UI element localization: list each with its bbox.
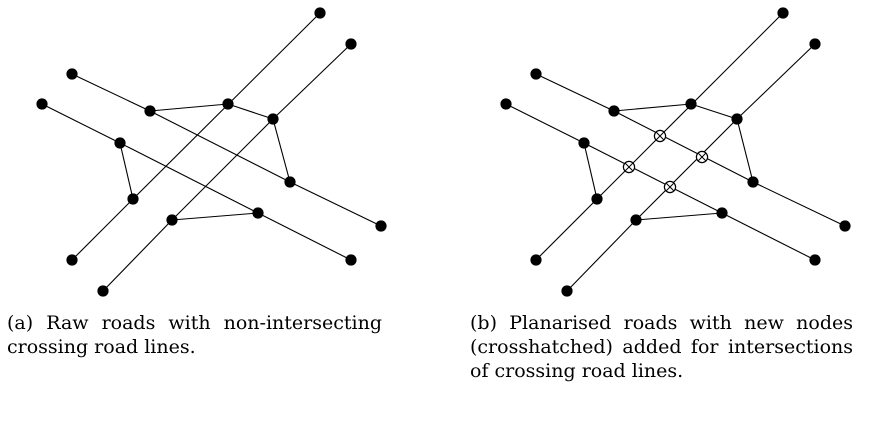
road-node [127, 193, 139, 205]
road-node [166, 214, 178, 226]
intersection-node [653, 129, 667, 143]
road-node [144, 105, 156, 117]
road-node [36, 98, 48, 110]
road-edge [721, 212, 816, 261]
road-node [591, 193, 603, 205]
raw-roads-graph [36, 7, 387, 297]
road-node [530, 254, 542, 266]
road-edge [149, 103, 229, 112]
road-edge [583, 142, 598, 200]
road-edge [635, 118, 738, 221]
road-edge [119, 142, 259, 214]
road-edge [289, 181, 382, 227]
road-edge [171, 118, 274, 221]
road-node [561, 285, 573, 297]
road-edge [71, 73, 151, 112]
road-edge [171, 212, 259, 221]
road-edge [752, 181, 846, 227]
road-node [345, 38, 357, 50]
caption-b: (b) Planarised roads with new nodes (cro… [470, 312, 853, 382]
road-node [222, 98, 234, 110]
road-node [578, 137, 590, 149]
road-node [97, 285, 109, 297]
road-edge [272, 118, 291, 183]
road-edge [690, 103, 738, 120]
road-node [747, 176, 759, 188]
road-edge [736, 43, 816, 120]
road-edge [119, 142, 134, 200]
road-edge [102, 219, 173, 292]
road-node [809, 254, 821, 266]
road-node [839, 220, 851, 232]
road-edge [272, 43, 352, 120]
road-node [809, 38, 821, 50]
road-node [252, 207, 264, 219]
road-edge [613, 103, 692, 112]
road-node [530, 68, 542, 80]
road-node [630, 214, 642, 226]
road-edge [227, 103, 274, 120]
road-node [375, 220, 387, 232]
road-node [284, 176, 296, 188]
intersection-node [663, 180, 677, 194]
planarised-roads-graph [500, 7, 851, 297]
road-edge [635, 212, 723, 221]
road-edge [613, 110, 754, 183]
caption-a: (a) Raw roads with non-intersecting cros… [7, 312, 382, 358]
road-node [500, 98, 512, 110]
road-node [66, 254, 78, 266]
road-edge [149, 110, 291, 183]
intersection-node [622, 160, 636, 174]
road-edge [566, 219, 637, 292]
intersection-node [695, 150, 709, 164]
road-edge [71, 198, 134, 261]
road-edge [41, 103, 121, 144]
road-edge [535, 73, 615, 112]
road-edge [257, 212, 352, 261]
road-edge [736, 118, 754, 183]
road-edge [535, 198, 598, 261]
road-node [777, 7, 789, 19]
road-node [685, 98, 697, 110]
road-edge [583, 142, 723, 214]
road-node [731, 113, 743, 125]
road-node [267, 113, 279, 125]
road-node [716, 207, 728, 219]
road-node [345, 254, 357, 266]
road-node [66, 68, 78, 80]
road-node [608, 105, 620, 117]
road-node [314, 7, 326, 19]
road-node [114, 137, 126, 149]
road-edge [505, 103, 585, 144]
